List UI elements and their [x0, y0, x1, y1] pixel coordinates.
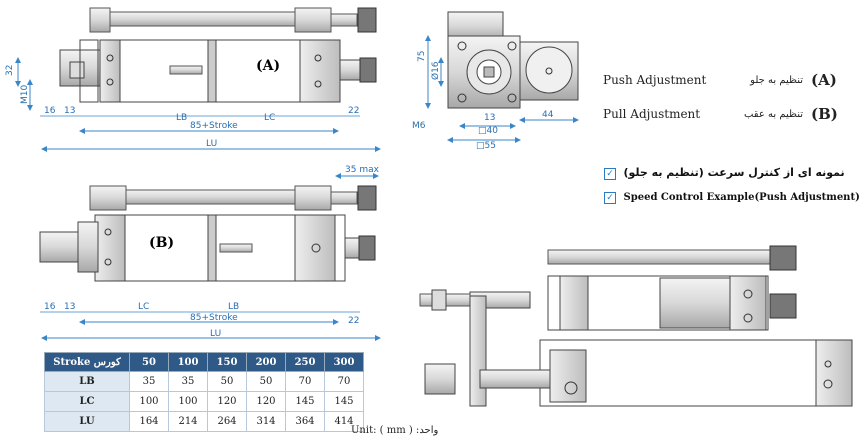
- cell: 314: [246, 411, 286, 432]
- cell: 35: [129, 371, 169, 392]
- table-header-150: 150: [207, 352, 247, 372]
- cell: 35: [168, 371, 208, 392]
- mode-a-row: Push Adjustment تنظیم به جلو (A): [603, 71, 837, 89]
- stroke-table: Stroke کورس 50 100 150 200 250 300 LB 35…: [44, 352, 364, 432]
- dim-13-b: 13: [64, 302, 75, 312]
- table-header-row: Stroke کورس 50 100 150 200 250 300: [44, 352, 364, 372]
- table-header-50: 50: [129, 352, 169, 372]
- mode-b-fa: تنظیم به عقب: [743, 108, 803, 120]
- dim-32: 32: [5, 65, 15, 76]
- drawing-b-tag: (B): [149, 235, 174, 251]
- cell: 70: [285, 371, 325, 392]
- dim-lc: LC: [264, 113, 275, 123]
- dim-35max: 35 max: [345, 165, 380, 175]
- example-fa-row: ✓ نمونه ای از کنترل سرعت (تنظیم به جلو): [604, 166, 845, 180]
- dim-lu: LU: [206, 139, 217, 149]
- dim-m10: M10: [20, 85, 30, 104]
- dim-phi16: Ø16: [430, 61, 441, 80]
- drawing-a: (A) 32 M10 16 13 LB LC 22 85+Stroke LU: [5, 7, 381, 152]
- row-label: LU: [44, 411, 130, 432]
- speed-control-illustration: [419, 245, 853, 407]
- end-view: 75 Ø16 M6 13 □40 □55 44: [412, 11, 579, 151]
- table-header-100: 100: [168, 352, 208, 372]
- dim-stroke-b: 85+Stroke: [190, 313, 238, 323]
- table-row-lc: LC 100 100 120 120 145 145: [44, 391, 364, 412]
- dim-16-b: 16: [44, 302, 56, 312]
- cell: 50: [207, 371, 247, 392]
- drawing-b: (B) 35 max 16 13 LC LB 22 85+Stroke LU: [39, 165, 381, 341]
- dim-13: 13: [64, 106, 75, 116]
- example-fa: نمونه ای از کنترل سرعت (تنظیم به جلو): [623, 166, 845, 179]
- dim-13-end: 13: [484, 113, 495, 123]
- dim-75: 75: [417, 51, 427, 62]
- drawing-a-tag: (A): [256, 58, 280, 74]
- unit-label: Unit: ( mm ) :واحد: [351, 425, 439, 436]
- cell: 145: [285, 391, 325, 412]
- table-header-200: 200: [246, 352, 286, 372]
- example-en: Speed Control Example(Push Adjustment): [623, 192, 860, 203]
- cell: 100: [129, 391, 169, 412]
- mode-b-en: Pull Adjustment: [603, 107, 701, 121]
- table-header-250: 250: [285, 352, 325, 372]
- dim-sq40: □40: [478, 126, 498, 136]
- cell: 120: [207, 391, 247, 412]
- example-en-row: ✓ Speed Control Example(Push Adjustment): [604, 190, 860, 204]
- dim-lb: LB: [176, 113, 187, 123]
- dim-22: 22: [348, 106, 359, 116]
- checkmark-icon: ✓: [604, 192, 616, 204]
- dim-lc-b: LC: [138, 302, 149, 312]
- cell: 100: [168, 391, 208, 412]
- mode-b-row: Pull Adjustment تنظیم به عقب (B): [603, 105, 838, 123]
- table-row-lb: LB 35 35 50 50 70 70: [44, 371, 364, 392]
- table-header-300: 300: [324, 352, 364, 372]
- dim-m6: M6: [412, 121, 426, 131]
- cell: 70: [324, 371, 364, 392]
- dim-lu-b: LU: [210, 329, 221, 339]
- mode-b-code: (B): [811, 105, 838, 123]
- dim-44: 44: [542, 110, 554, 120]
- mode-a-fa: تنظیم به جلو: [750, 74, 803, 86]
- dim-stroke: 85+Stroke: [190, 121, 238, 131]
- cell: 120: [246, 391, 286, 412]
- mode-a-code: (A): [811, 71, 837, 89]
- dim-sq55: □55: [476, 141, 496, 151]
- cell: 164: [129, 411, 169, 432]
- mode-a-en: Push Adjustment: [603, 73, 707, 87]
- table-header-stroke: Stroke کورس: [44, 352, 130, 372]
- cell: 264: [207, 411, 247, 432]
- cell: 364: [285, 411, 325, 432]
- dim-lb-b: LB: [228, 302, 239, 312]
- cell: 214: [168, 411, 208, 432]
- dim-16: 16: [44, 106, 56, 116]
- cell: 50: [246, 371, 286, 392]
- cell: 145: [324, 391, 364, 412]
- row-label: LB: [44, 371, 130, 392]
- dim-22-b: 22: [348, 316, 359, 326]
- cell: 414: [324, 411, 364, 432]
- row-label: LC: [44, 391, 130, 412]
- checkmark-icon: ✓: [604, 168, 616, 180]
- table-row-lu: LU 164 214 264 314 364 414: [44, 411, 364, 432]
